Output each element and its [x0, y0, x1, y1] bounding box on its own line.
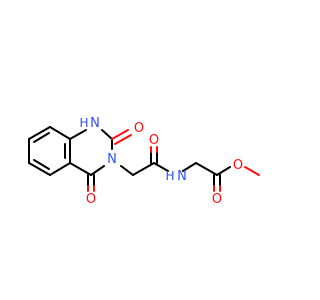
bond-cester-oester [216, 166, 231, 176]
bond-nh-ch2 [182, 162, 197, 172]
bond-c4a-c8a [49, 126, 71, 140]
bond-oester-ch3 [244, 166, 260, 176]
bond-c6-c5 [49, 162, 71, 176]
bond-ch2-camide [132, 162, 155, 176]
molecule-structure: H N O N O O N H O O [28, 116, 260, 207]
ester-carbonyl-oxygen-label: O [212, 192, 222, 207]
pyrimidinedione-ring [69, 129, 132, 192]
atom-labels: H N O N O O N H O O [79, 116, 243, 207]
bond-n3-c4 [90, 165, 105, 176]
bond-c2-o2 [111, 129, 129, 140]
benzene-ring [28, 126, 71, 176]
bond-c8a-n1 [69, 129, 87, 140]
bond-n1-c2 [101, 129, 113, 140]
bond-c4-c4a [69, 162, 92, 176]
amide-oxygen-label: O [149, 133, 159, 148]
ester-oxygen-label: O [233, 158, 243, 173]
amide-nitrogen-label: N [177, 169, 187, 184]
bond-c8a-c8-inner [33, 132, 50, 143]
side-chain [120, 146, 260, 192]
structure-canvas: H N O N O O N H O O [28, 116, 260, 207]
bond-c7-c6-inner [33, 159, 50, 170]
n1-label: N [90, 116, 100, 131]
n1-hydrogen-label: H [79, 116, 88, 130]
bond-ch2-cester [195, 162, 218, 176]
n3-label: N [107, 152, 117, 167]
bond-c7-c6 [28, 162, 51, 176]
bond-c8a-c8 [28, 126, 51, 140]
bond-camide-nh [153, 162, 169, 172]
o2-label: O [134, 121, 144, 136]
bond-c2-o2-second [114, 134, 132, 145]
bond-n3-ch2 [120, 165, 134, 176]
o4-label: O [86, 192, 96, 207]
amide-hydrogen-label: H [165, 169, 174, 183]
